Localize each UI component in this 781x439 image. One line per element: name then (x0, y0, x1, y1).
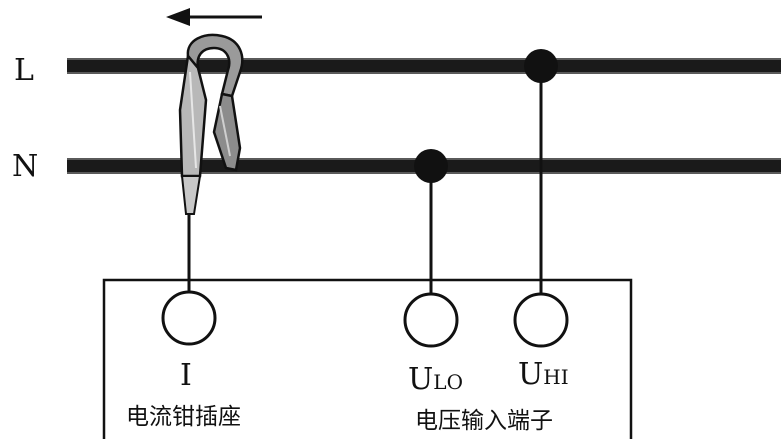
voltage-low-terminal-label: ULO (408, 362, 463, 397)
current-terminal-label: I (180, 358, 192, 393)
current-clamp-socket (161, 290, 217, 346)
voltage-high-terminal-label: UHI (518, 357, 569, 392)
voltage-high-terminal (513, 292, 569, 348)
live-wire (67, 58, 781, 74)
clamp-socket-caption: 电流钳插座 (126, 404, 241, 430)
neutral-connection-dot (414, 149, 448, 183)
live-connection-dot (524, 49, 558, 83)
instrument-panel (102, 278, 633, 439)
current-clamp-icon (178, 33, 244, 215)
voltage-terminals-caption: 电压输入端子 (415, 408, 553, 434)
arrow-left-icon (166, 8, 262, 26)
neutral-wire-label: N (12, 149, 38, 184)
voltage-low-terminal (403, 292, 459, 348)
live-wire-label: L (14, 53, 34, 88)
